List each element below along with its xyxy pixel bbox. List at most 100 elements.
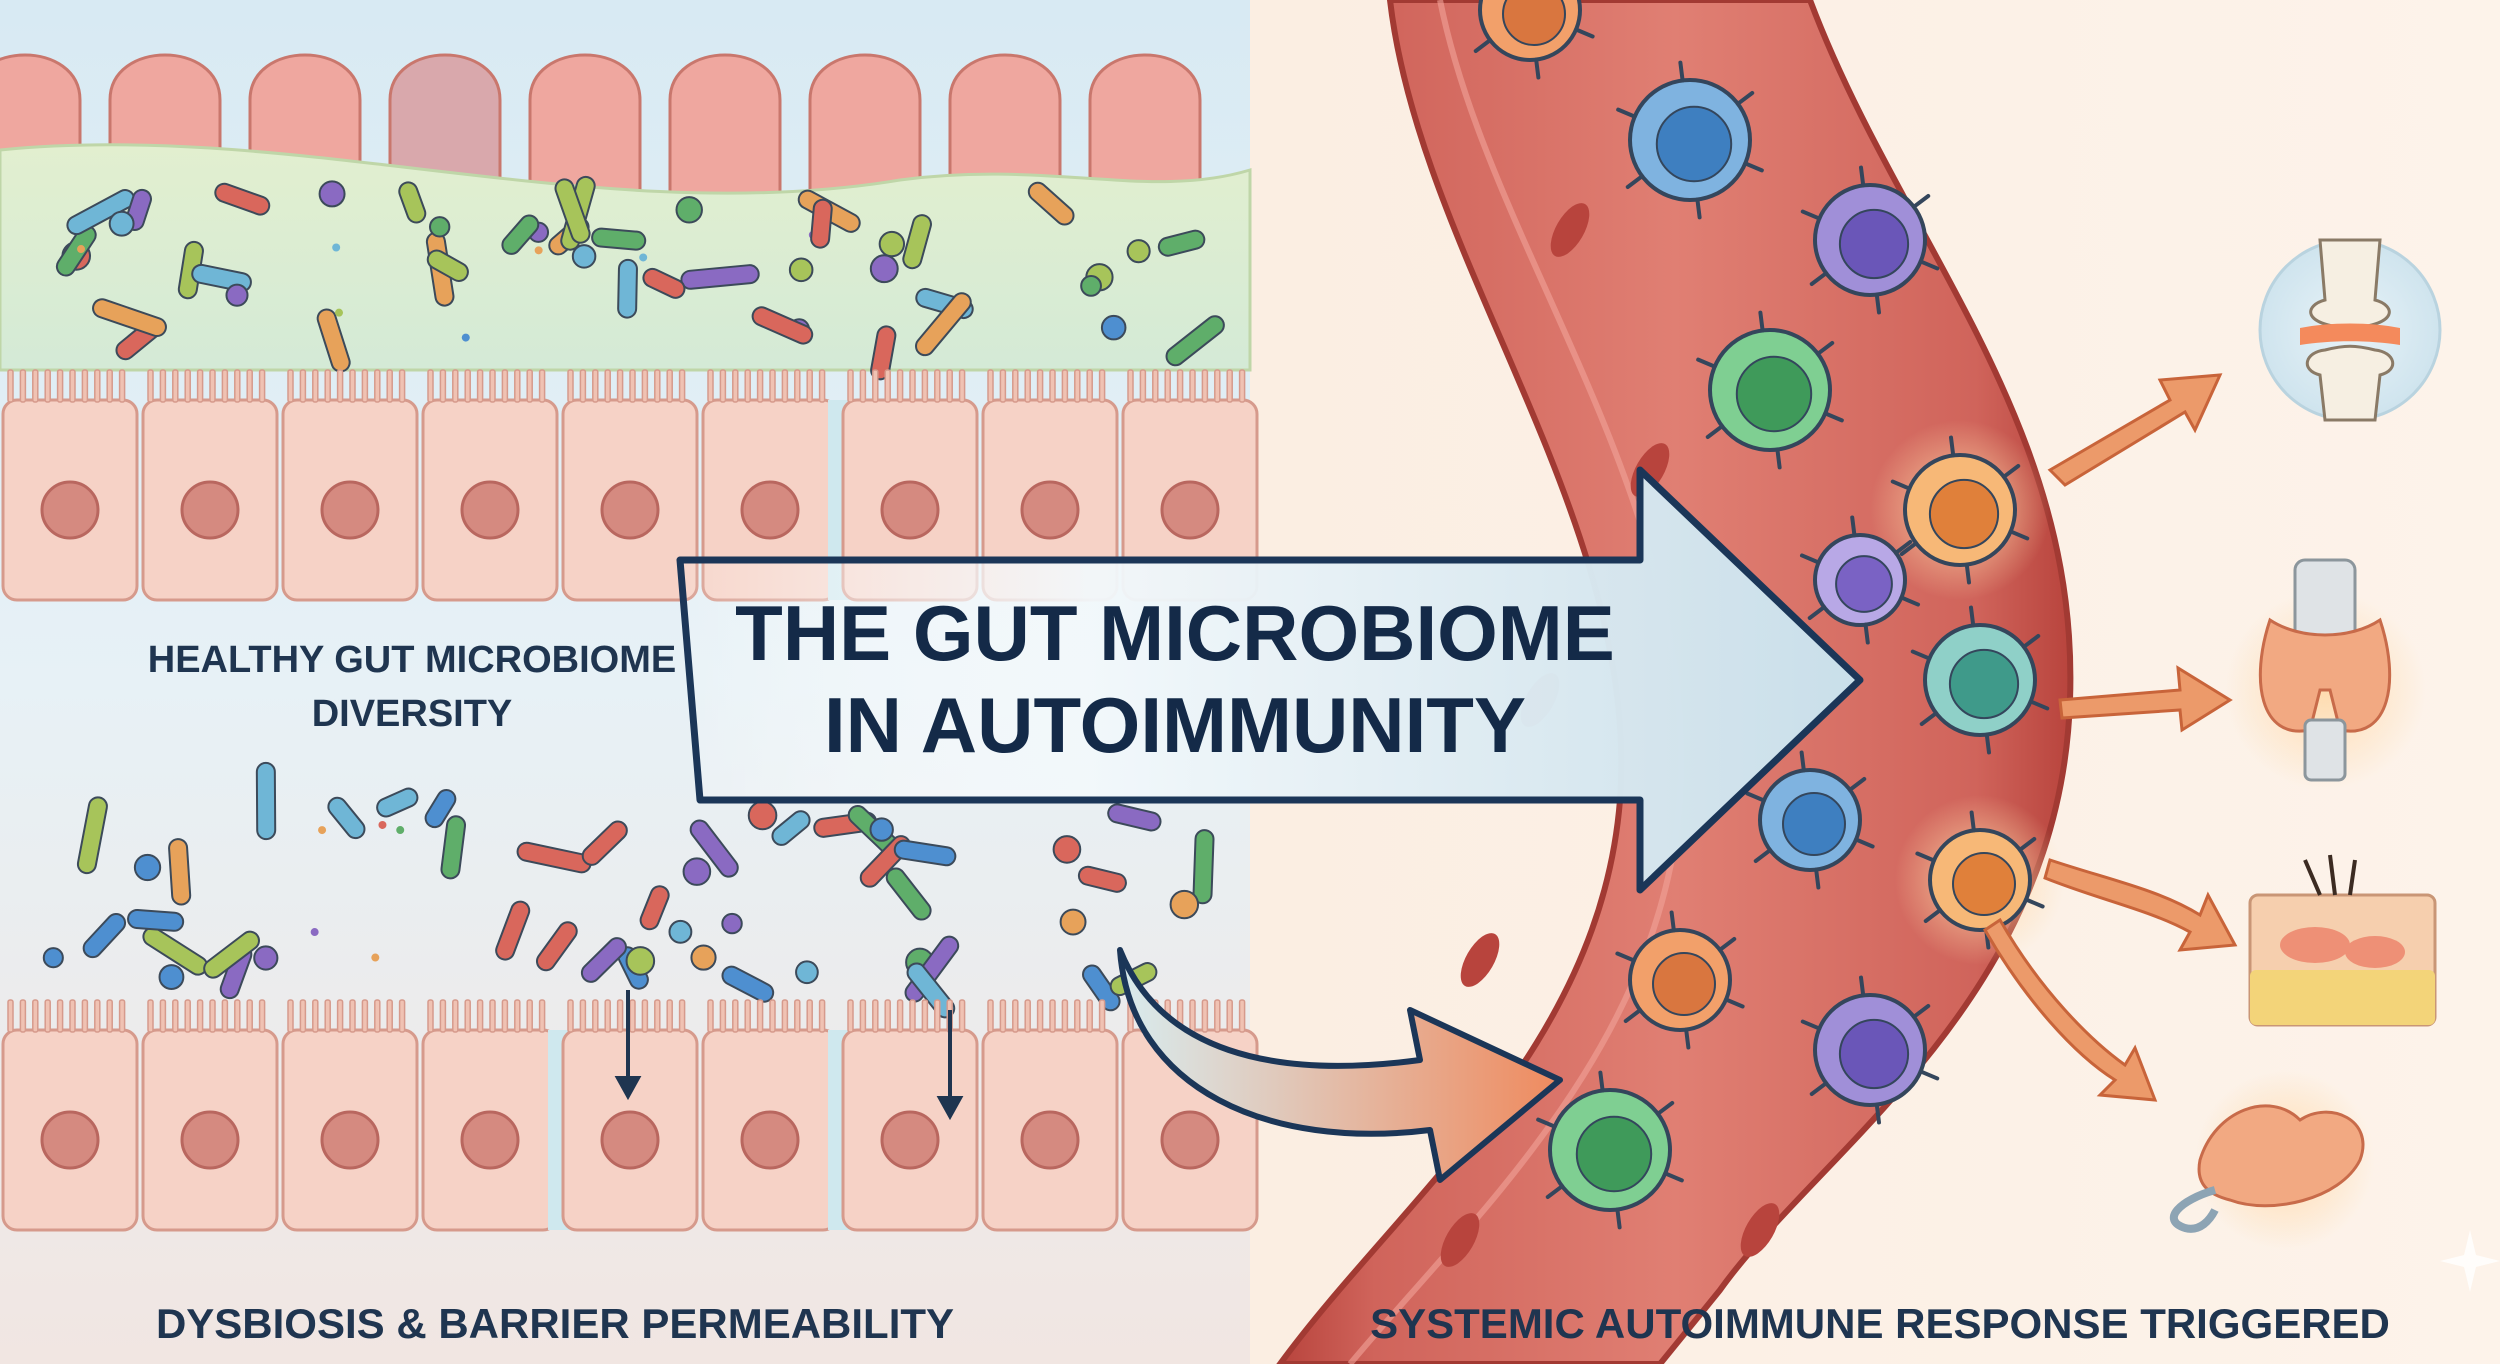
microvillus <box>172 369 179 403</box>
receptor <box>1984 732 1991 755</box>
receptor <box>1536 1117 1557 1129</box>
microvillus <box>579 369 587 403</box>
cell-nucleus <box>1735 355 1813 433</box>
immune-cell <box>1895 795 2065 965</box>
receptor <box>1745 791 1766 803</box>
particle <box>378 820 387 829</box>
microvillus <box>732 999 739 1033</box>
receptor <box>1807 605 1827 620</box>
bacterium <box>810 198 833 249</box>
receptor <box>2017 836 2037 852</box>
microvillus <box>118 369 126 403</box>
bacterium <box>501 214 540 255</box>
villus <box>388 53 502 202</box>
coccus <box>682 857 712 886</box>
microvillus <box>386 999 393 1033</box>
microvillus <box>641 999 649 1033</box>
cell-nucleus <box>1782 792 1846 856</box>
microvillus <box>707 369 714 403</box>
microvillus <box>489 369 496 403</box>
bacterium <box>316 308 351 373</box>
microvillus <box>209 369 216 403</box>
receptor <box>1758 310 1765 333</box>
microvillus <box>1238 369 1246 403</box>
cell-nucleus <box>180 480 240 540</box>
microvillus <box>616 999 624 1033</box>
microvillus <box>118 999 126 1033</box>
coccus <box>869 254 899 284</box>
cell-nucleus <box>740 480 800 540</box>
red-blood-cell <box>1460 933 1500 987</box>
receptor <box>1815 340 1835 356</box>
cell-nucleus <box>1502 0 1566 46</box>
microvillus <box>999 999 1007 1033</box>
coccus <box>690 944 717 971</box>
microvillus <box>934 369 941 403</box>
receptor <box>1809 271 1829 287</box>
receptor <box>1799 553 1821 565</box>
microvillus <box>7 999 14 1033</box>
receptor <box>1799 750 1806 773</box>
microvillus <box>287 999 294 1033</box>
microvillus <box>666 999 673 1033</box>
cell-nucleus <box>1575 1115 1653 1193</box>
microvillus <box>349 999 356 1033</box>
microvillus <box>312 999 319 1033</box>
receptor <box>1847 776 1867 792</box>
receptor <box>1911 1003 1931 1019</box>
microvillus <box>312 369 319 403</box>
cell-nucleus <box>1838 1018 1910 1090</box>
bacterium <box>689 819 739 878</box>
coccus <box>318 180 346 208</box>
microvillus <box>987 999 994 1033</box>
microvillus <box>1061 369 1069 403</box>
microvillus <box>592 369 599 403</box>
receptor <box>1655 1100 1675 1116</box>
microvillus <box>818 369 826 403</box>
bacterium <box>426 249 469 282</box>
microvillus <box>719 999 727 1033</box>
title-line2: IN AUTOIMMUNITY <box>824 681 1526 769</box>
microvillus <box>1214 369 1221 403</box>
mucus-layer <box>0 143 1252 372</box>
microvillus <box>374 369 381 403</box>
microvillus <box>452 999 459 1033</box>
microvillus <box>806 369 813 403</box>
bacterium <box>591 227 647 251</box>
receptor <box>1684 1027 1691 1050</box>
immune-cell <box>1800 975 1940 1125</box>
bacterium <box>580 937 627 983</box>
receptor <box>1800 1019 1822 1031</box>
bacterium <box>1157 229 1206 257</box>
bacterium <box>721 965 775 1003</box>
receptor <box>1615 951 1636 963</box>
receptor <box>1919 711 1939 727</box>
receptor <box>1724 997 1745 1009</box>
receptor <box>1899 541 1919 557</box>
microvillus <box>818 999 826 1033</box>
receptor <box>1814 867 1821 890</box>
microvillus <box>299 369 307 403</box>
receptor <box>1696 357 1717 369</box>
microvillus <box>909 999 916 1033</box>
microvillus <box>514 999 521 1033</box>
microvillus <box>94 369 101 403</box>
microvillus <box>1036 999 1044 1033</box>
cell-nucleus <box>320 1110 380 1170</box>
microvillus <box>374 999 381 1033</box>
microvillus <box>349 369 356 403</box>
microvillus <box>1049 369 1056 403</box>
microvillus <box>184 369 191 403</box>
bacterium <box>214 182 271 216</box>
coccus <box>1059 908 1087 936</box>
microvillus <box>439 369 447 403</box>
receptor <box>1615 1207 1622 1230</box>
systemic-label: SYSTEMIC AUTOIMMUNE RESPONSE TRIGGERED <box>1370 1300 2390 1347</box>
microvillus <box>1024 369 1031 403</box>
bacterium <box>751 306 814 345</box>
dysbiosis-label: DYSBIOSIS & BARRIER PERMEABILITY <box>156 1300 954 1347</box>
microvillus <box>567 369 574 403</box>
microvillus <box>258 999 266 1033</box>
microvillus <box>221 369 229 403</box>
receptor <box>1969 605 1976 628</box>
